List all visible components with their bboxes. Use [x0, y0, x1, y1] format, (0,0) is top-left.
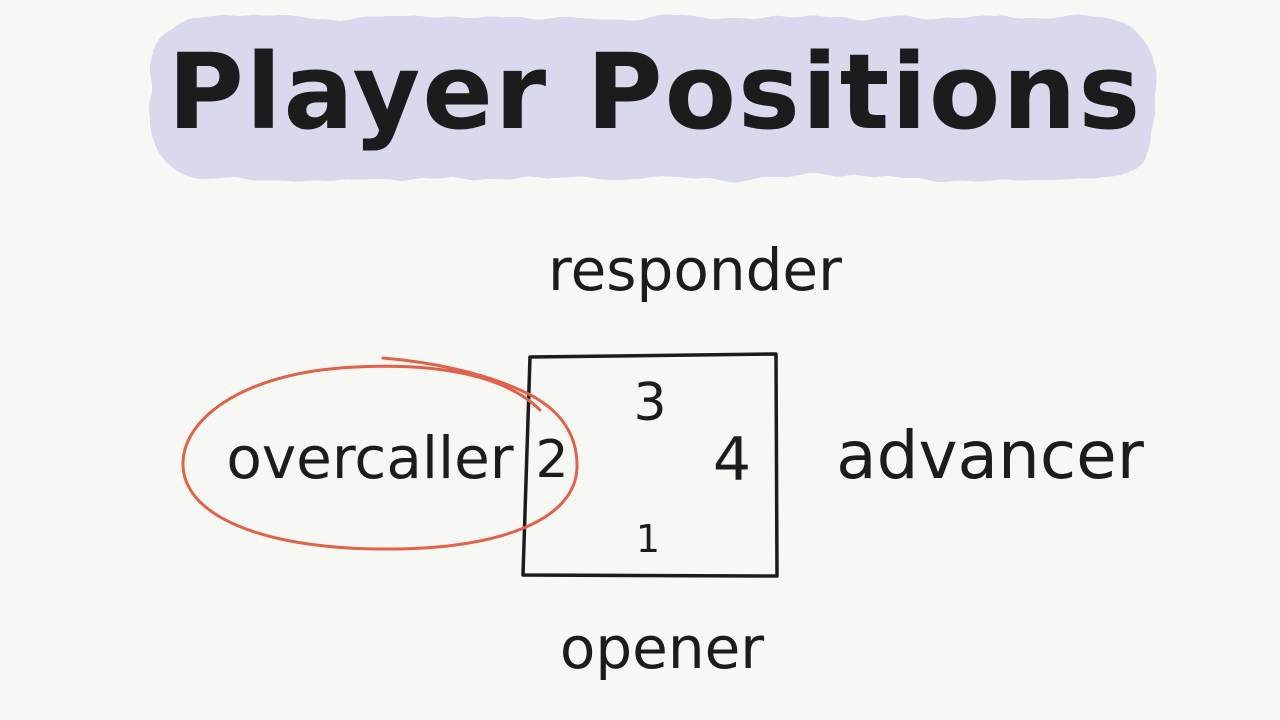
label-responder: responder	[548, 236, 842, 304]
title-banner	[150, 18, 1155, 178]
seat-number-4: 4	[713, 425, 751, 495]
seat-number-3: 3	[633, 373, 666, 433]
seat-number-1: 1	[636, 517, 660, 561]
label-advancer: advancer	[836, 417, 1145, 494]
label-overcaller: overcaller	[226, 424, 513, 492]
page-title: Player Positions	[168, 31, 1143, 153]
table-square	[521, 352, 779, 578]
highlight-circle	[181, 356, 579, 551]
label-opener: opener	[560, 614, 764, 682]
seat-number-2: 2	[535, 430, 568, 490]
